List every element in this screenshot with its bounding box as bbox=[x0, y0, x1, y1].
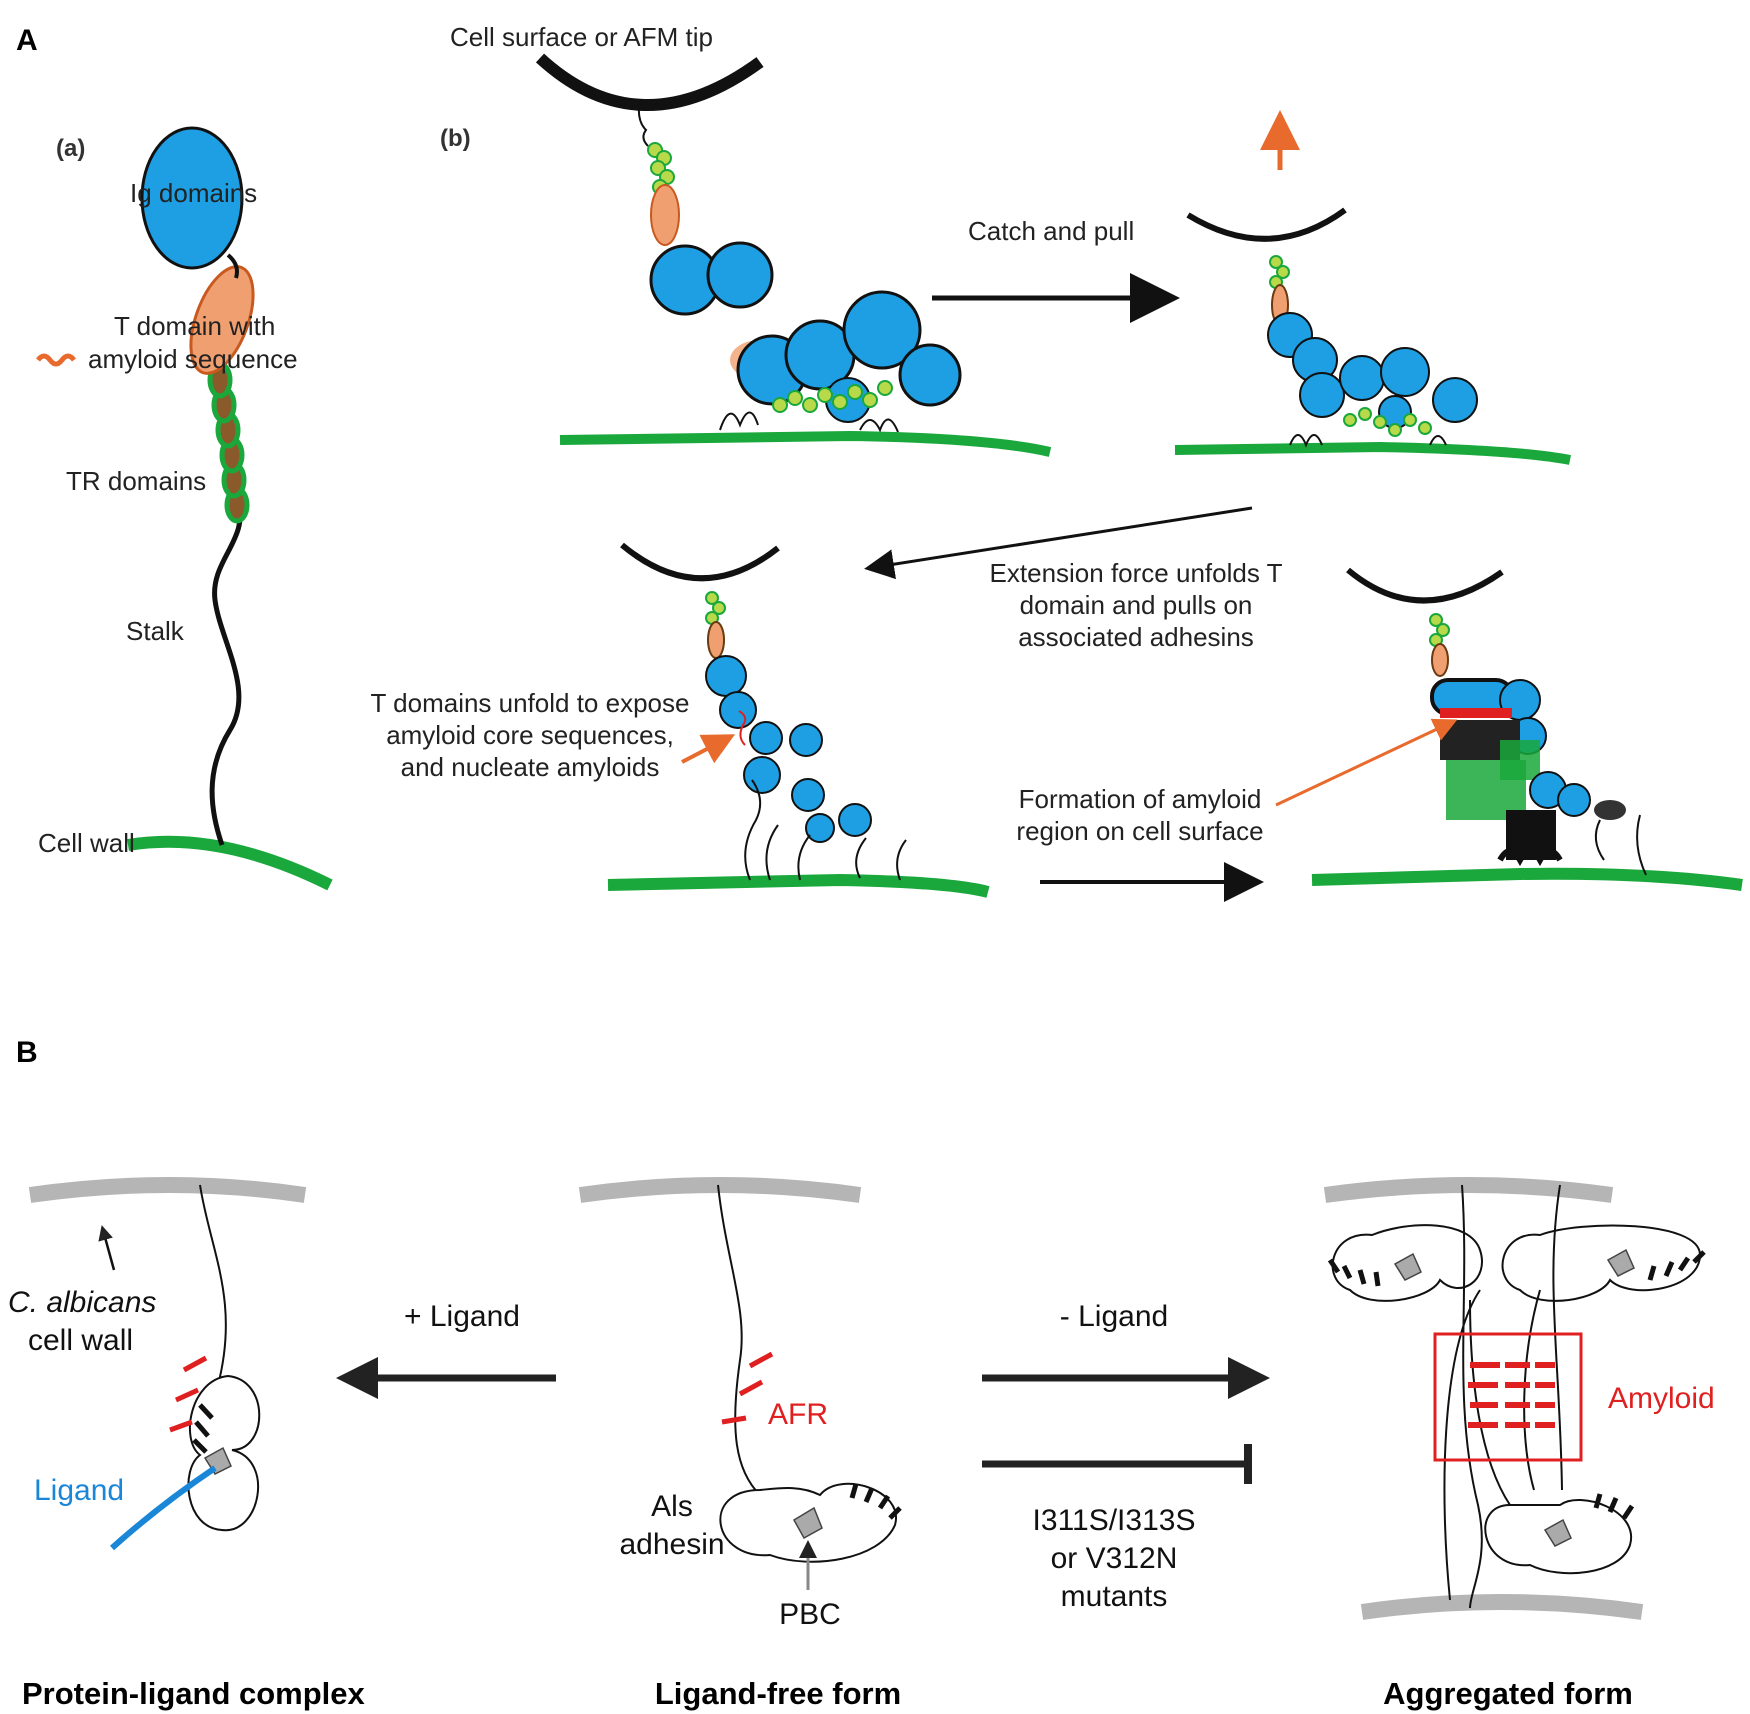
surface-line-2 bbox=[1174, 441, 1571, 465]
amyloid-label: Amyloid bbox=[1608, 1382, 1715, 1415]
cell-wall-middle bbox=[578, 1177, 862, 1203]
cell-wall-line bbox=[127, 835, 333, 891]
unfold-label-3: and nucleate amyloids bbox=[401, 752, 660, 782]
amyloid-box bbox=[1433, 1332, 1583, 1462]
mutants-label-3: mutants bbox=[1061, 1580, 1168, 1613]
cell-wall-label: Cell wall bbox=[38, 828, 135, 858]
t-domain-label-1: T domain with bbox=[114, 311, 275, 341]
formation-label-2: region on cell surface bbox=[1016, 816, 1263, 846]
afm-tip-2 bbox=[1186, 207, 1347, 242]
catch-pull-label: Catch and pull bbox=[968, 216, 1134, 246]
formation-label-1: Formation of amyloid bbox=[1019, 784, 1262, 814]
extension-label-3: associated adhesins bbox=[1018, 622, 1254, 652]
caption-ligand-free: Ligand-free form bbox=[655, 1676, 901, 1711]
afm-tip-3 bbox=[620, 542, 780, 582]
extension-label-1: Extension force unfolds T bbox=[990, 558, 1283, 588]
tr-domains bbox=[207, 361, 250, 524]
amyloid-region-arrow bbox=[1275, 718, 1458, 807]
plus-ligand-label: + Ligand bbox=[404, 1300, 520, 1333]
unfold-label-1: T domains unfold to expose bbox=[371, 688, 690, 718]
pbc-label: PBC bbox=[779, 1598, 841, 1631]
stalk-label: Stalk bbox=[126, 616, 185, 646]
cell-wall-right-bottom bbox=[1360, 1594, 1644, 1620]
caption-aggregated: Aggregated form bbox=[1383, 1676, 1633, 1711]
cell-wall-right-top bbox=[1323, 1177, 1614, 1203]
cluster-step-1: Cell surface or AFM tip bbox=[450, 22, 1052, 457]
protein-ligand-complex bbox=[28, 1177, 307, 1551]
afm-tip-4 bbox=[1346, 567, 1504, 604]
surface-line-1 bbox=[559, 430, 1052, 457]
afr-label: AFR bbox=[768, 1398, 828, 1431]
amyloid-sequence-icon bbox=[36, 353, 76, 367]
mutants-label-1: I311S/I313S bbox=[1033, 1504, 1196, 1537]
cluster-step-2 bbox=[1174, 110, 1571, 465]
cluster-step-4 bbox=[1311, 567, 1743, 891]
aggregated-form bbox=[1323, 1177, 1706, 1620]
cluster-step-3 bbox=[607, 542, 990, 898]
t-domain bbox=[189, 265, 255, 375]
cell-wall-left bbox=[28, 1177, 307, 1203]
als-label-2: adhesin bbox=[619, 1528, 724, 1561]
ig-domains-label: Ig domains bbox=[130, 178, 257, 208]
unfold-label-2: amyloid core sequences, bbox=[386, 720, 674, 750]
stalk-line bbox=[209, 499, 243, 846]
unfold-arrow bbox=[681, 734, 736, 764]
mutants-label-2: or V312N bbox=[1051, 1542, 1178, 1575]
panel-a-label: A bbox=[16, 24, 38, 57]
als-label-1: Als bbox=[651, 1490, 693, 1523]
t-domain-label-2: amyloid sequence bbox=[88, 344, 298, 374]
cell-wall-pointer bbox=[98, 1225, 116, 1271]
wall-label-1: C. albicans bbox=[8, 1286, 156, 1319]
minus-ligand-label: - Ligand bbox=[1060, 1300, 1168, 1333]
ligand-label: Ligand bbox=[34, 1474, 124, 1507]
subpanel-a-label: (a) bbox=[56, 135, 85, 162]
tr-domains-label: TR domains bbox=[66, 466, 206, 496]
panel-b-label: B bbox=[16, 1036, 38, 1069]
adhesin-schematic bbox=[36, 126, 333, 891]
wall-label-2: cell wall bbox=[28, 1324, 133, 1357]
afm-tip-1 bbox=[535, 53, 764, 111]
ig-domain bbox=[140, 126, 244, 270]
cell-surface-label: Cell surface or AFM tip bbox=[450, 22, 713, 52]
surface-line-4 bbox=[1311, 867, 1743, 891]
extension-label-2: domain and pulls on bbox=[1020, 590, 1253, 620]
extension-arrow bbox=[864, 506, 1253, 580]
subpanel-b-label: (b) bbox=[440, 125, 471, 152]
ligand-free-form bbox=[578, 1177, 902, 1590]
ligand-strand bbox=[109, 1465, 217, 1551]
caption-protein-ligand: Protein-ligand complex bbox=[22, 1676, 366, 1711]
surface-line-3 bbox=[607, 873, 990, 898]
